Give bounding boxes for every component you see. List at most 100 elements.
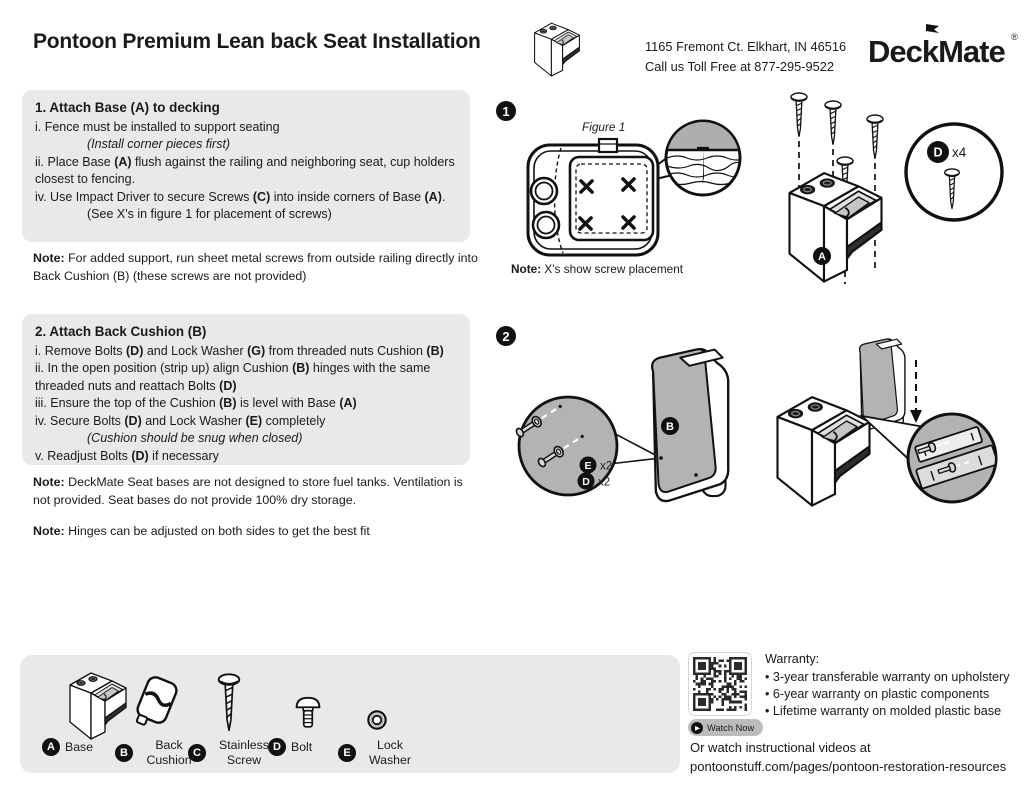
svg-text:A: A <box>818 251 826 263</box>
legend-item-stainless-screw: C Stainless Screw <box>188 738 277 767</box>
hinge-zoom-circle <box>906 412 998 504</box>
qr-code <box>688 652 752 716</box>
svg-text:x4: x4 <box>952 145 967 160</box>
text-line: ii. In the open position (strip up) alig… <box>35 361 431 393</box>
stainless-screw-part-icon <box>217 673 241 732</box>
seat-base-icon <box>534 22 580 77</box>
hinge-bolt <box>937 459 974 475</box>
svg-text:D: D <box>582 476 590 488</box>
step-2-badge: 2 <box>496 326 516 346</box>
text-line: (See X's in figure 1 for placement of sc… <box>87 207 332 221</box>
seat-base-drawing <box>788 172 883 283</box>
text-line: Note: Hinges can be adjusted on both sid… <box>33 524 370 538</box>
hinge-note: Note: Hinges can be adjusted on both sid… <box>33 523 483 541</box>
figure-1-note: Note: X's show screw placement <box>511 262 683 276</box>
brand-text: DeckMate <box>868 34 1006 69</box>
bolt-point <box>659 456 663 460</box>
section-1-note: Note: For added support, run sheet metal… <box>33 250 483 285</box>
part-label: Stainless Screw <box>219 738 269 767</box>
bolt-washer-set <box>515 404 562 438</box>
section-2-instructions: i. Remove Bolts (D) and Lock Washer (G) … <box>35 343 457 466</box>
part-letter-badge: C <box>188 743 206 762</box>
text-line: i. Fence must be installed to support se… <box>35 119 280 134</box>
bolt-washer-set <box>537 434 584 468</box>
play-icon: ▶ <box>691 721 703 734</box>
part-letter-badge: A <box>42 738 60 756</box>
section-2-heading: 2. Attach Back Cushion (B) <box>35 324 207 339</box>
cushion-label-badge: B <box>661 417 679 435</box>
watch-now-label: Watch Now <box>707 722 755 733</box>
part-label: Base <box>65 739 94 754</box>
parts-legend: A Base B Back Cushion C Stainless Screw … <box>20 655 680 773</box>
down-arrow <box>910 360 922 423</box>
section-1-heading: 1. Attach Base (A) to decking <box>35 100 220 115</box>
screw-icon <box>866 114 884 160</box>
bolt-part-icon <box>295 696 321 728</box>
text-line: i. Remove Bolts (D) and Lock Washer (G) … <box>35 343 444 358</box>
text-line: v. Readjust Bolts (D) if necessary <box>35 448 219 463</box>
lock-washer-part-icon <box>367 710 387 730</box>
text-line: • 3-year transferable warranty on uphols… <box>765 670 1010 684</box>
bolt-point <box>694 473 698 477</box>
warranty-items: • 3-year transferable warranty on uphols… <box>765 669 1010 720</box>
registered-mark: ® <box>1011 32 1018 42</box>
address-line: 1165 Fremont Ct. Elkhart, IN 46516 <box>645 39 847 54</box>
warranty-block: Warranty: • 3-year transferable warranty… <box>765 651 1010 720</box>
text-line: Note: DeckMate Seat bases are not design… <box>33 475 463 507</box>
text-line: Note: X's show screw placement <box>511 262 684 276</box>
company-address: 1165 Fremont Ct. Elkhart, IN 46516 Call … <box>645 37 846 77</box>
watch-now-button[interactable]: ▶ Watch Now <box>688 719 764 736</box>
screw-in-deck <box>702 148 704 184</box>
base-top-view <box>526 137 660 257</box>
cushion-attach-diagram <box>776 338 998 507</box>
svg-text:x2: x2 <box>600 461 612 473</box>
part-letter-badge: E <box>338 743 356 762</box>
base-part-icon <box>69 672 127 740</box>
back-cushion-part-icon <box>135 676 178 726</box>
screw-icon <box>790 92 808 138</box>
text-line: iv. Use Impact Driver to secure Screws (… <box>35 189 446 204</box>
svg-text:D: D <box>933 146 942 160</box>
legend-item-back-cushion: B Back Cushion <box>115 738 200 767</box>
videos-url[interactable]: pontoonstuff.com/pages/pontoon-restorati… <box>690 759 1007 774</box>
flag-icon <box>926 24 939 37</box>
text-line: • Lifetime warranty on molded plastic ba… <box>765 704 1002 718</box>
legend-item-bolt: D Bolt <box>268 738 312 756</box>
text-line: Note: For added support, run sheet metal… <box>33 251 478 283</box>
seat-base-drawing <box>776 396 871 507</box>
part-label: Bolt <box>291 739 313 754</box>
cushion-hardware-diagram: B E x2 D x2 <box>515 347 730 503</box>
text-line: iii. Ensure the top of the Cushion (B) i… <box>35 396 357 410</box>
fuel-tank-note: Note: DeckMate Seat bases are not design… <box>33 474 483 509</box>
section-1-panel: 1. Attach Base (A) to decking i. Fence m… <box>22 90 470 242</box>
text-line: • 6-year warranty on plastic components <box>765 687 990 701</box>
figure-1-diagram <box>526 119 742 257</box>
screw-icon <box>824 100 842 146</box>
page-title: Pontoon Premium Lean back Seat Installat… <box>33 30 481 53</box>
part-letter-badge: B <box>115 743 133 762</box>
svg-text:x2: x2 <box>598 477 610 489</box>
base-label-badge: A <box>813 247 831 265</box>
hinge-bolt <box>917 439 954 455</box>
warranty-heading: Warranty: <box>765 652 820 666</box>
text-line: iv. Secure Bolts (D) and Lock Washer (E)… <box>35 413 326 428</box>
section-2-panel: 2. Attach Back Cushion (B) i. Remove Bol… <box>22 314 470 465</box>
figure-1-label: Figure 1 <box>582 120 626 134</box>
legend-item-lock-washer: E Lock Washer <box>338 738 419 767</box>
text-line: (Install corner pieces first) <box>87 137 231 151</box>
step-1-badge: 1 <box>496 101 516 121</box>
videos-block: Or watch instructional videos at pontoon… <box>690 738 1006 776</box>
text-line: (Cushion should be snug when closed) <box>87 431 303 445</box>
deck-zoom-circle <box>664 119 742 197</box>
text-line: ii. Place Base (A) flush against the rai… <box>35 154 455 187</box>
svg-text:B: B <box>666 421 674 433</box>
brand-logo: DeckMate ® <box>868 24 1018 70</box>
videos-text: Or watch instructional videos at <box>690 740 871 755</box>
part-label: Lock Washer <box>369 738 411 767</box>
svg-text:E: E <box>584 460 591 472</box>
section-1-instructions: i. Fence must be installed to support se… <box>35 119 457 224</box>
hardware-zoom-circle: E x2 D x2 <box>515 395 619 497</box>
base-screws-diagram: A D x4 <box>788 92 1004 284</box>
part-label: Back Cushion <box>146 738 192 767</box>
